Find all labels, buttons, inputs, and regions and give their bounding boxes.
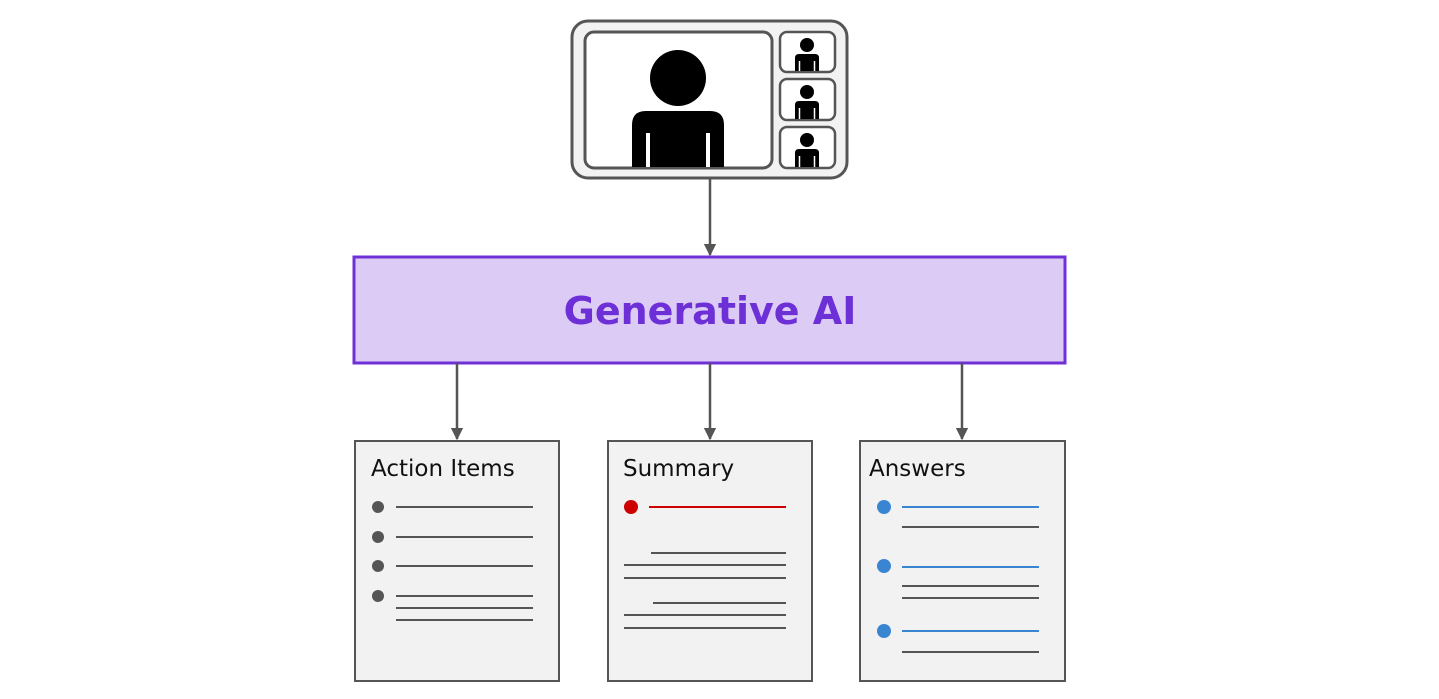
person-icon	[795, 38, 819, 71]
video-call-screen	[570, 19, 849, 180]
action-items-title: Action Items	[371, 456, 515, 482]
participant-thumbnail-1	[778, 30, 837, 74]
participant-thumbnail-2	[778, 77, 837, 122]
generative-ai-label: Generative AI	[564, 289, 857, 333]
answer-list-icon	[877, 500, 1039, 653]
answers-title: Answers	[869, 456, 966, 482]
person-icon	[632, 50, 724, 167]
person-icon	[795, 133, 819, 167]
generative-ai-box: Generative AI	[352, 255, 1067, 365]
summary-document: Summary	[607, 440, 813, 682]
person-icon	[795, 85, 819, 119]
bullet-list-icon	[372, 501, 533, 621]
participant-thumbnail-3	[778, 125, 837, 170]
summary-document-icon	[624, 500, 786, 629]
answers-document: Answers	[859, 440, 1066, 682]
action-items-document: Action Items	[354, 440, 560, 682]
summary-title: Summary	[623, 456, 734, 482]
